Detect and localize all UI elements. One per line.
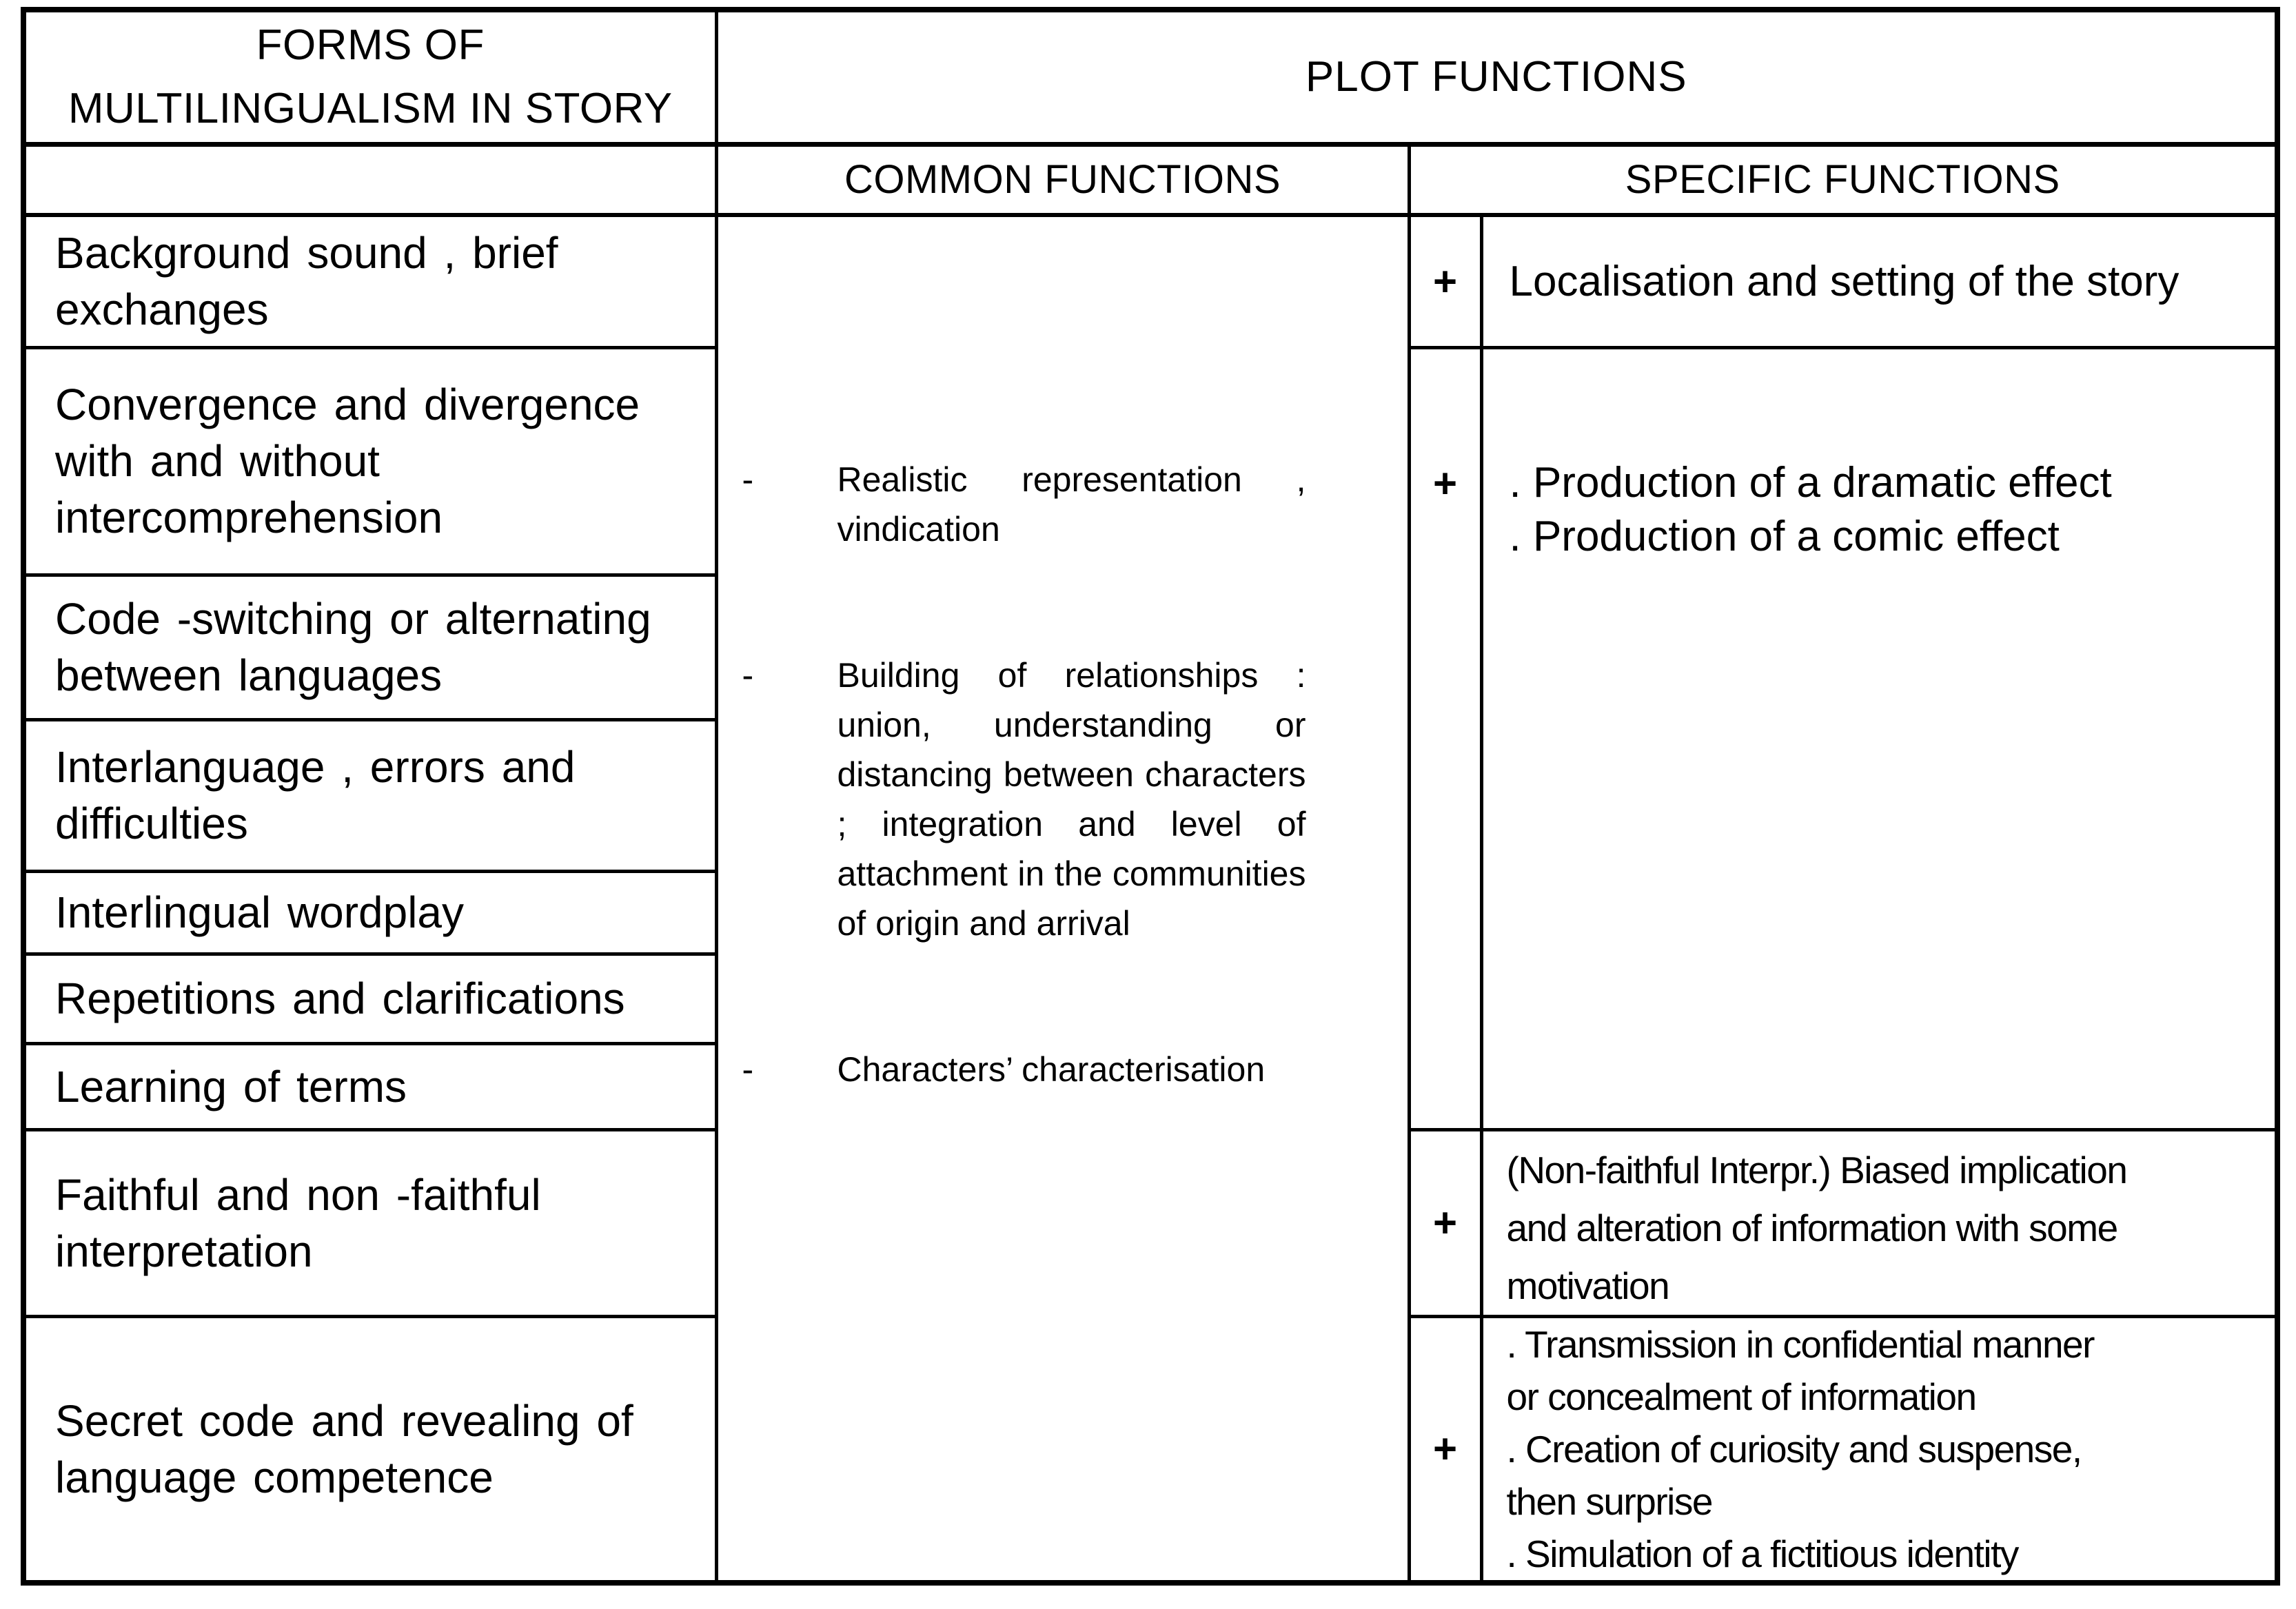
specific-cell-nonfaithful-interpretation: (Non-faithful Interpr.) Biased implicati… <box>1479 1127 2279 1318</box>
form-cell-code-switching: Code -switching or alternating between l… <box>21 573 718 721</box>
common-item-text: Building of relationships : union, under… <box>837 656 1306 943</box>
form-cell-secret-code: Secret code and revealing of language co… <box>21 1314 718 1584</box>
common-item-building-relationships: - Building of relationships : union, und… <box>742 650 1406 948</box>
header-forms-of-multilingualism: FORMS OF MULTILINGUALISM IN STORY <box>21 8 718 147</box>
common-functions-cell: - Realistic representation , vindication… <box>714 213 1411 1584</box>
form-cell-faithful-interpretation: Faithful and non -faithful interpretatio… <box>21 1127 718 1318</box>
common-item-text: Realistic representation , vindication <box>837 460 1306 549</box>
specific-cell-dramatic-comic-effect: . Production of a dramatic effect . Prod… <box>1479 345 2279 1131</box>
plus-marker-nonfaithful: + <box>1407 1127 1483 1318</box>
specific-cell-secret-code-functions: . Transmission in confidential manner or… <box>1479 1314 2279 1584</box>
header-plot-functions: PLOT FUNCTIONS <box>714 8 2279 147</box>
specific-cell-localisation: Localisation and setting of the story <box>1479 213 2279 349</box>
form-cell-interlingual-wordplay: Interlingual wordplay <box>21 869 718 956</box>
dash-bullet-icon: - <box>742 1050 754 1089</box>
common-item-text: Characters’ characterisation <box>837 1050 1266 1089</box>
common-item-realistic-representation: - Realistic representation , vindication <box>742 455 1406 554</box>
header-specific-functions: SPECIFIC FUNCTIONS <box>1407 142 2279 217</box>
plus-marker-dramatic-comic: + <box>1407 345 1483 1131</box>
header-common-functions: COMMON FUNCTIONS <box>714 142 1411 217</box>
common-item-characterisation: - Characters’ characterisation <box>742 1045 1406 1094</box>
plus-marker-secret-code: + <box>1407 1314 1483 1584</box>
form-cell-repetitions-clarifications: Repetitions and clarifications <box>21 952 718 1045</box>
header-empty-cell <box>21 142 718 217</box>
multilingualism-plot-functions-table: FORMS OF MULTILINGUALISM IN STORY PLOT F… <box>21 7 2281 1586</box>
dash-bullet-icon: - <box>742 656 754 695</box>
form-cell-interlanguage-errors: Interlanguage , errors and difficulties <box>21 717 718 873</box>
form-cell-background-sound: Background sound , brief exchanges <box>21 213 718 349</box>
form-cell-learning-of-terms: Learning of terms <box>21 1041 718 1131</box>
form-cell-convergence-divergence: Convergence and divergence with and with… <box>21 345 718 577</box>
plus-marker-localisation: + <box>1407 213 1483 349</box>
dash-bullet-icon: - <box>742 460 754 499</box>
